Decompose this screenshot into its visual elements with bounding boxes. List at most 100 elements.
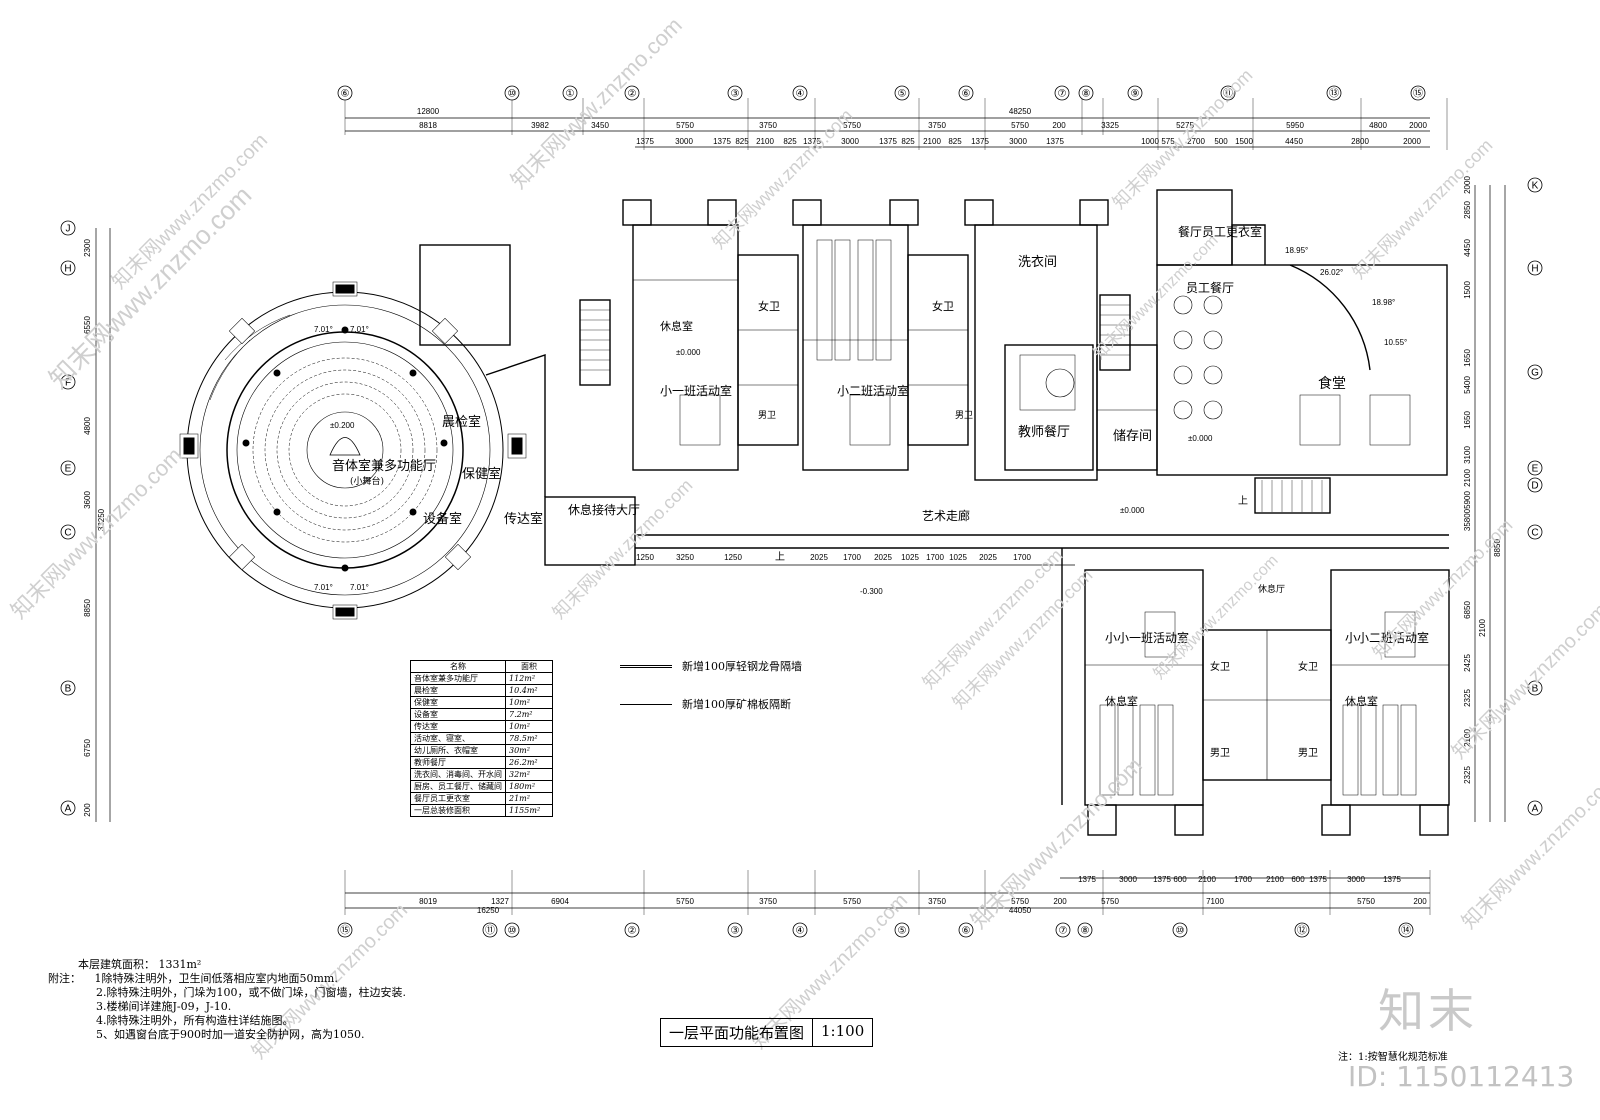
- dim-left-0: 2300: [83, 239, 92, 257]
- watermark-3: 知末网www.znzmo.com: [506, 12, 687, 193]
- watermark-5: 知末网www.znzmo.com: [709, 105, 857, 253]
- dim-bottom-1-3: 5750: [676, 897, 694, 906]
- svg-text:⑤: ⑤: [898, 926, 907, 937]
- dim-top-3-12: 1375: [971, 137, 989, 146]
- level-mark-3: ±0.000: [1120, 506, 1145, 515]
- area-value: 10.4m²: [505, 684, 553, 697]
- dim-bottom-1-10: 7100: [1206, 897, 1224, 906]
- dim-left-5: 8850: [83, 599, 92, 617]
- dim-corridor-7: 1700: [926, 553, 944, 562]
- svg-text:⑮: ⑮: [1413, 88, 1423, 100]
- area-name: 洗衣间、消毒间、开水间: [410, 768, 506, 781]
- floor-area-label: 本层建筑面积：: [78, 958, 155, 971]
- dim-top-3-14: 1375: [1046, 137, 1064, 146]
- svg-text:⑥: ⑥: [962, 89, 971, 100]
- angle-1: 7.01°: [314, 325, 333, 334]
- axis-top-6: ⑤: [894, 85, 910, 101]
- room-class-2: 小二班活动室: [837, 383, 909, 398]
- area-header-name: 名称: [410, 660, 506, 673]
- svg-text:H: H: [64, 264, 71, 275]
- axis-top-0: ⑥: [337, 85, 353, 101]
- dim-top-3-16: 575: [1161, 137, 1175, 146]
- room-laundry: 洗衣间: [1018, 254, 1057, 270]
- dim-right-10: 35800: [1463, 508, 1472, 531]
- dim-right-3: 1500: [1463, 281, 1472, 299]
- area-value: 21m²: [505, 792, 553, 805]
- area-value: 26.2m²: [505, 756, 553, 769]
- building-walls: [419, 189, 1450, 836]
- dim-top-3-18: 500: [1214, 137, 1228, 146]
- dim-top-3-13: 3000: [1009, 137, 1027, 146]
- room-female-wc-1: 女卫: [758, 299, 780, 313]
- axis-bottom-12: ⑭: [1398, 922, 1414, 938]
- dim-top-3-19: 1500: [1235, 137, 1253, 146]
- dim-top-3-15: 1000: [1141, 137, 1159, 146]
- dim-bottom-1-11: 5750: [1357, 897, 1375, 906]
- axis-bottom-3: ②: [624, 922, 640, 938]
- room-health: 保健室: [462, 466, 501, 482]
- watermark-7: 知末网www.znzmo.com: [966, 752, 1147, 933]
- dim-top-2-4: 3750: [759, 121, 777, 130]
- svg-text:⑥: ⑥: [962, 926, 971, 937]
- dim-left-2: 4800: [83, 417, 92, 435]
- svg-text:②: ②: [628, 926, 637, 937]
- area-header-area: 面积: [505, 660, 553, 673]
- axis-bottom-9: ⑧: [1077, 922, 1093, 938]
- dim-right-7: 3100: [1463, 446, 1472, 464]
- dim-corridor-8: 1025: [949, 553, 967, 562]
- area-name: 活动室、寝室、: [410, 732, 506, 745]
- dim-right-17: 2325: [1463, 766, 1472, 784]
- area-value: 30m²: [505, 744, 553, 757]
- svg-text:④: ④: [796, 89, 805, 100]
- svg-text:⑩: ⑩: [1176, 926, 1185, 937]
- room-storage: 储存间: [1113, 429, 1152, 444]
- dim-top-2-1: 3982: [531, 121, 549, 130]
- dim-right-14: 2425: [1463, 654, 1472, 672]
- axis-right-7: A: [1527, 800, 1543, 816]
- area-row: 活动室、寝室、78.5m²: [410, 732, 553, 745]
- dim-right-2: 4450: [1463, 239, 1472, 257]
- dim-bottom-3-4: 2100: [1198, 875, 1216, 884]
- watermark-2: 知末网www.znzmo.com: [6, 442, 187, 623]
- axis-bottom-8: ⑦: [1055, 922, 1071, 938]
- dim-top-3-2: 1375: [713, 137, 731, 146]
- dim-top-3-20: 4450: [1285, 137, 1303, 146]
- room-female-wc-2: 女卫: [932, 299, 954, 313]
- dim-corridor-5: 2025: [874, 553, 892, 562]
- svg-text:⑨: ⑨: [1131, 89, 1140, 100]
- axis-bottom-4: ③: [727, 922, 743, 938]
- dim-bottom-1-4: 3750: [759, 897, 777, 906]
- dim-left-1: 6550: [83, 316, 92, 334]
- area-name: 教师餐厅: [410, 756, 506, 769]
- room-rest-4: 休息室: [1345, 694, 1378, 708]
- entrance-mark-2: 上: [1238, 495, 1248, 507]
- axis-top-8: ⑦: [1054, 85, 1070, 101]
- dim-bottom-3-5: 1700: [1234, 875, 1252, 884]
- dim-top-2-13: 2000: [1409, 121, 1427, 130]
- dim-right-8: 2100: [1463, 469, 1472, 487]
- axis-top-10: ⑨: [1127, 85, 1143, 101]
- svg-text:H: H: [1531, 264, 1538, 275]
- entrance-mark-1: 上: [775, 551, 785, 563]
- drawing-scale: 1:100: [812, 1019, 872, 1046]
- svg-text:③: ③: [731, 926, 740, 937]
- dim-left-7: 200: [83, 803, 92, 817]
- area-value: 10m²: [505, 696, 553, 709]
- dim-bottom-2-0: 16250: [477, 906, 500, 915]
- dim-bottom-3-10: 1375: [1383, 875, 1401, 884]
- axis-top-1: ⑩: [504, 85, 520, 101]
- room-labels: 音体室兼多功能厅 (小舞台) 晨检室 保健室 设备室 传达室 休息接待大厅 艺术…: [314, 224, 1429, 759]
- dim-bottom-3-1: 3000: [1119, 875, 1137, 884]
- legend-line-double: [620, 664, 672, 668]
- axis-left-1: H: [60, 260, 76, 276]
- legend-line-single: [620, 703, 672, 705]
- angle-6: 26.02°: [1320, 268, 1343, 277]
